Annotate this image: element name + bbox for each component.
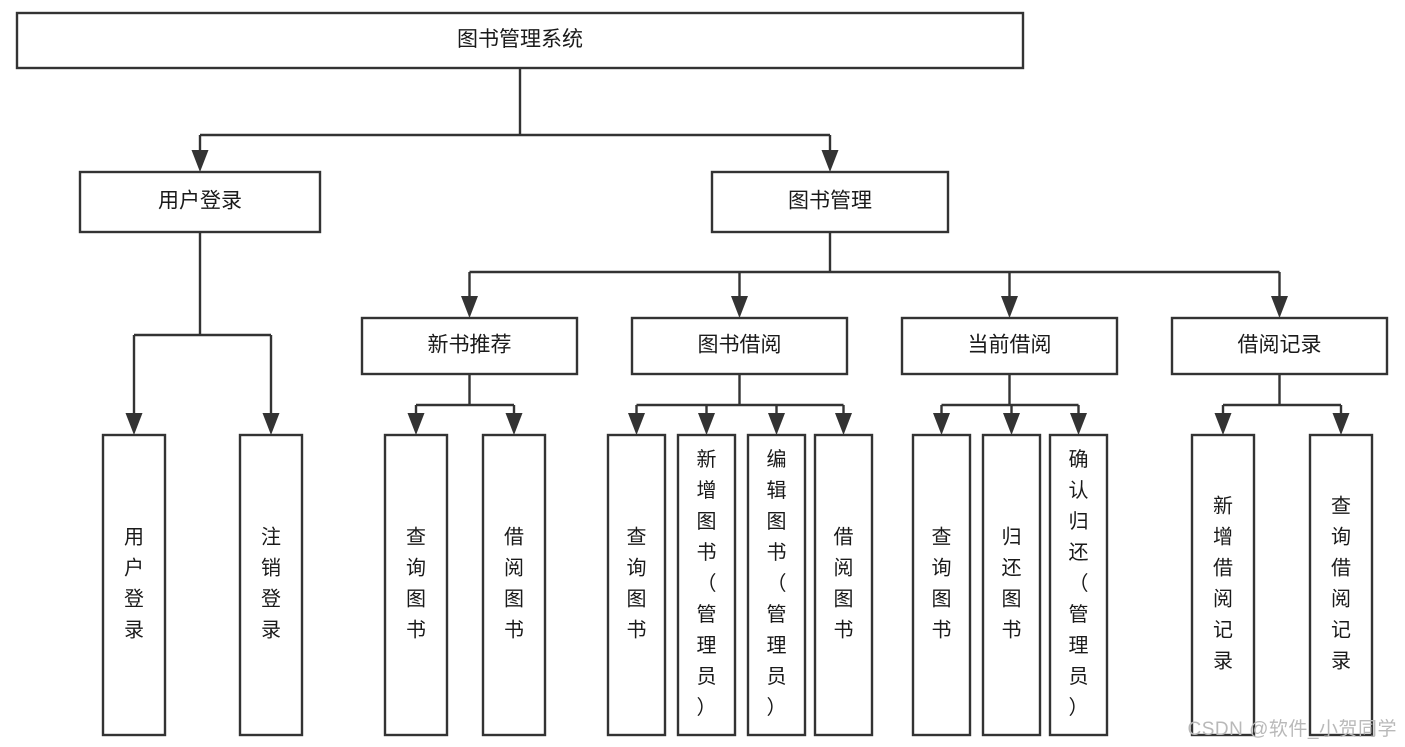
node-leaf-confirm-return[interactable]: 确认归还（管理员） <box>1048 433 1109 737</box>
node-box[interactable] <box>911 433 972 737</box>
connector-group-new-book-recommend <box>407 374 523 435</box>
arrow-head-icon <box>731 296 748 318</box>
node-current-borrow[interactable]: 当前借阅 <box>900 316 1119 376</box>
node-book-borrow[interactable]: 图书借阅 <box>630 316 849 376</box>
node-leaf-query-book-3[interactable]: 查询图书 <box>911 433 972 737</box>
node-label: 借阅记录 <box>1238 334 1322 357</box>
node-box[interactable] <box>78 170 322 234</box>
node-label: 注销登录 <box>261 526 281 642</box>
node-label: 确认归还（管理员） <box>1069 448 1089 719</box>
node-leaf-edit-book[interactable]: 编辑图书（管理员） <box>746 433 807 737</box>
node-box[interactable] <box>900 316 1119 376</box>
node-label: 归还图书 <box>1002 526 1022 642</box>
node-label: 查询借阅记录 <box>1331 495 1351 673</box>
node-label: 用户登录 <box>124 527 144 642</box>
node-label: 新增借阅记录 <box>1213 495 1233 673</box>
node-label: 编辑图书（管理员） <box>767 448 787 719</box>
node-leaf-user-login[interactable]: 用户登录 <box>101 433 167 737</box>
node-leaf-return-book[interactable]: 归还图书 <box>981 433 1042 737</box>
node-leaf-logout[interactable]: 注销登录 <box>238 433 304 737</box>
connector-group-user-login <box>125 232 280 435</box>
node-book-manage[interactable]: 图书管理 <box>710 170 950 234</box>
node-box[interactable] <box>676 433 737 737</box>
node-label: 用户登录 <box>158 190 242 213</box>
connector-group-book-manage <box>461 232 1288 318</box>
node-borrow-record[interactable]: 借阅记录 <box>1170 316 1389 376</box>
node-box[interactable] <box>101 433 167 737</box>
node-box[interactable] <box>710 170 950 234</box>
node-box[interactable] <box>746 433 807 737</box>
arrow-head-icon <box>1003 413 1020 435</box>
node-box[interactable] <box>630 316 849 376</box>
node-label: 查询图书 <box>932 526 952 642</box>
node-leaf-add-record[interactable]: 新增借阅记录 <box>1190 433 1256 737</box>
node-leaf-query-book-2[interactable]: 查询图书 <box>606 433 667 737</box>
node-label: 查询图书 <box>627 526 647 642</box>
arrow-head-icon <box>407 413 425 435</box>
arrow-head-icon <box>698 413 715 435</box>
node-box[interactable] <box>1190 433 1256 737</box>
arrow-head-icon <box>262 413 280 435</box>
arrow-head-icon <box>628 413 645 435</box>
node-box[interactable] <box>981 433 1042 737</box>
arrow-head-icon <box>461 296 478 318</box>
node-box[interactable] <box>238 433 304 737</box>
node-user-login[interactable]: 用户登录 <box>78 170 322 234</box>
connector-group-book-borrow <box>628 374 852 435</box>
node-leaf-borrow-book-2[interactable]: 借阅图书 <box>813 433 874 737</box>
node-leaf-borrow-book-1[interactable]: 借阅图书 <box>481 433 547 737</box>
node-box[interactable] <box>15 11 1025 70</box>
arrow-head-icon <box>191 150 209 172</box>
node-box[interactable] <box>481 433 547 737</box>
node-box[interactable] <box>606 433 667 737</box>
node-label: 新书推荐 <box>428 334 512 357</box>
arrow-head-icon <box>1070 413 1087 435</box>
node-box[interactable] <box>360 316 579 376</box>
arrow-head-icon <box>835 413 852 435</box>
arrow-head-icon <box>821 150 839 172</box>
node-label: 新增图书（管理员） <box>697 448 717 719</box>
arrow-head-icon <box>1332 413 1350 435</box>
node-box[interactable] <box>1170 316 1389 376</box>
node-root[interactable]: 图书管理系统 <box>15 11 1025 70</box>
node-label: 图书管理 <box>788 190 872 213</box>
connector-layer <box>125 68 1350 435</box>
arrow-head-icon <box>1214 413 1232 435</box>
node-leaf-query-book-1[interactable]: 查询图书 <box>383 433 449 737</box>
node-box[interactable] <box>383 433 449 737</box>
node-box[interactable] <box>813 433 874 737</box>
node-label: 借阅图书 <box>504 526 524 642</box>
watermark-label: CSDN @软件_小贺同学 <box>1187 719 1397 740</box>
connector-group-current-borrow <box>933 374 1087 435</box>
node-label: 查询图书 <box>406 526 426 642</box>
node-box[interactable] <box>1048 433 1109 737</box>
node-label: 借阅图书 <box>834 526 854 642</box>
connector-group-root <box>191 68 839 172</box>
arrow-head-icon <box>768 413 785 435</box>
node-label: 当前借阅 <box>968 334 1052 357</box>
node-box[interactable] <box>1308 433 1374 737</box>
node-leaf-add-book[interactable]: 新增图书（管理员） <box>676 433 737 737</box>
arrow-head-icon <box>125 413 143 435</box>
connector-group-borrow-record <box>1214 374 1350 435</box>
arrow-head-icon <box>1271 296 1288 318</box>
arrow-head-icon <box>1001 296 1018 318</box>
node-label: 图书借阅 <box>698 334 782 357</box>
node-leaf-query-record[interactable]: 查询借阅记录 <box>1308 433 1374 737</box>
arrow-head-icon <box>505 413 523 435</box>
arrow-head-icon <box>933 413 950 435</box>
node-new-book-recommend[interactable]: 新书推荐 <box>360 316 579 376</box>
node-label: 图书管理系统 <box>457 28 583 51</box>
node-layer: 图书管理系统用户登录图书管理新书推荐图书借阅当前借阅借阅记录用户登录注销登录查询… <box>15 11 1389 737</box>
